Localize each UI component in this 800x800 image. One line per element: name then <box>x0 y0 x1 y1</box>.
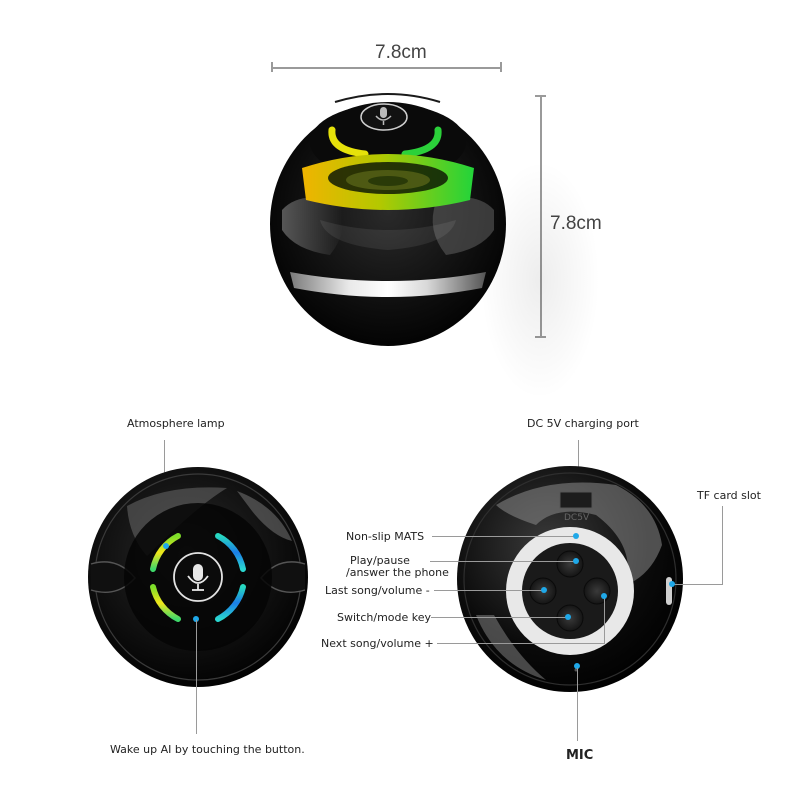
speaker-side-view <box>270 93 506 346</box>
play-pause-label-1: Play/pause <box>350 554 410 567</box>
wake-ai-leader <box>196 620 197 734</box>
microphone-icon <box>187 564 209 591</box>
height-tick-top <box>535 95 546 97</box>
mic-label: MIC <box>566 748 594 763</box>
height-label: 7.8cm <box>550 213 602 235</box>
last-song-leader <box>434 590 544 591</box>
switch-mode-label: Switch/mode key <box>337 611 432 624</box>
speaker-top-view <box>88 467 308 687</box>
tf-card-dot <box>669 581 675 587</box>
charging-port-label: DC 5V charging port <box>527 417 639 430</box>
next-song-leader-vertical <box>604 597 605 644</box>
play-pause-dot <box>573 558 579 564</box>
tf-card-leader-vertical <box>722 506 723 584</box>
wake-ai-label: Wake up AI by touching the button. <box>110 743 305 756</box>
ai-button-dot <box>193 616 199 622</box>
tf-card-slot-label: TF card slot <box>697 489 761 502</box>
width-line <box>271 67 501 69</box>
atmosphere-lamp-label: Atmosphere lamp <box>127 417 225 430</box>
tf-card-leader <box>673 584 723 585</box>
switch-mode-dot <box>565 614 571 620</box>
non-slip-mats-label: Non-slip MATS <box>346 530 425 543</box>
speaker-base-view: DC5V <box>457 466 683 692</box>
last-song-dot <box>541 587 547 593</box>
play-pause-leader <box>430 561 575 562</box>
last-song-label: Last song/volume - <box>325 584 430 597</box>
width-tick-left <box>271 62 273 72</box>
mic-leader <box>577 668 578 741</box>
atmosphere-lamp-dot <box>163 543 169 549</box>
height-line <box>540 95 542 337</box>
switch-mode-leader <box>431 617 567 618</box>
mic-dot <box>574 663 580 669</box>
height-tick-bottom <box>535 336 546 338</box>
play-pause-label-2: /answer the phone <box>346 566 449 579</box>
width-label: 7.8cm <box>375 42 427 63</box>
next-song-label: Next song/volume + <box>321 637 434 650</box>
non-slip-mats-leader <box>432 536 574 537</box>
port-marking: DC5V <box>564 513 590 523</box>
next-song-dot <box>601 593 607 599</box>
next-song-leader <box>437 643 604 644</box>
width-tick-right <box>500 62 502 72</box>
non-slip-mats-dot <box>573 533 579 539</box>
